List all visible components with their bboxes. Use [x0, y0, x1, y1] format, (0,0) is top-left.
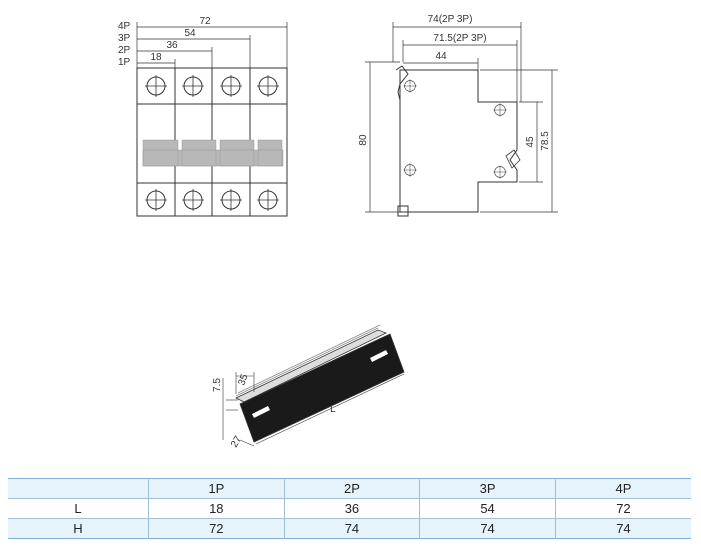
pole-label-1p: 1P: [118, 57, 131, 68]
side-screw-top: [403, 79, 417, 93]
din-rail: [222, 324, 405, 447]
table-cell: 54: [419, 498, 556, 519]
table-header-row: 1P 2P 3P 4P: [8, 478, 691, 499]
table-cell: 36: [283, 498, 421, 519]
dimension-table: 1P 2P 3P 4P L 18 36 54 72 H 72 74 74 74: [8, 478, 691, 539]
pole-label-4p: 4P: [118, 21, 131, 32]
dim-74: 74(2P 3P): [428, 14, 473, 25]
table-cell: 72: [148, 518, 285, 539]
rail-dim-l: L: [330, 404, 336, 415]
table-row: H 72 74 74 74: [8, 518, 691, 539]
dim-80: 80: [358, 134, 369, 146]
rail-dim-7-5: 7.5: [212, 378, 223, 392]
pole-dimension-lines: [136, 22, 288, 68]
dim-78-5: 78.5: [540, 131, 551, 151]
side-screw-right-top: [493, 103, 507, 117]
table-cell: 74: [283, 518, 421, 539]
side-screw-right-bottom: [493, 165, 507, 179]
table-cell: 74: [419, 518, 556, 539]
width-3p: 54: [184, 28, 196, 39]
front-view: [136, 22, 288, 217]
table-cell: 74: [554, 518, 691, 539]
width-1p: 18: [150, 52, 162, 63]
toggle-handles: [142, 139, 284, 167]
width-4p: 72: [199, 16, 211, 27]
technical-drawings: 4P 3P 2P 1P 72 54 36 18: [118, 14, 558, 450]
table-header-cell: 3P: [419, 478, 556, 499]
dim-71-5: 71.5(2P 3P): [433, 33, 486, 44]
width-2p: 36: [166, 40, 178, 51]
side-screw-bottom: [403, 163, 417, 177]
table-header-cell: 4P: [554, 478, 691, 499]
rail-dim-27: 27: [229, 434, 244, 450]
table-cell: H: [8, 518, 149, 539]
rail-dim-35: 35: [236, 372, 250, 387]
table-header-cell: 1P: [148, 478, 285, 499]
dim-44: 44: [435, 51, 447, 62]
breaker-side-outline: [399, 69, 518, 213]
pole-label-3p: 3P: [118, 33, 131, 44]
table-cell: L: [8, 498, 149, 519]
table-header-cell: 2P: [283, 478, 421, 499]
table-row: L 18 36 54 72: [8, 498, 691, 519]
table-cell: 72: [554, 498, 691, 519]
table-header-cell: [8, 478, 149, 499]
dim-45: 45: [525, 136, 536, 148]
side-dimension-lines: [365, 22, 558, 213]
table-cell: 18: [148, 498, 285, 519]
pole-label-2p: 2P: [118, 45, 131, 56]
side-view: [365, 22, 558, 217]
